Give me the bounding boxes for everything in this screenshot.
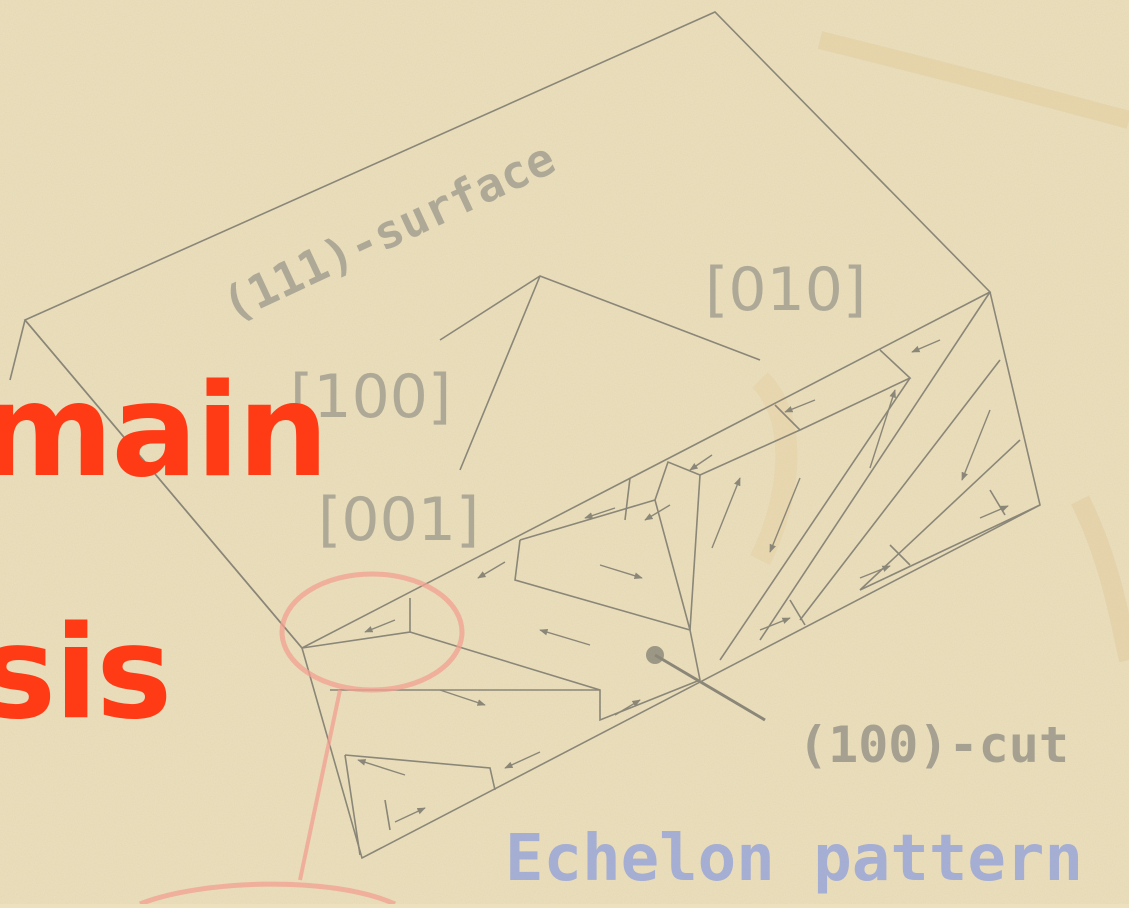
- title-fragment-sis: sis: [0, 610, 170, 738]
- direction-010-label: [010]: [705, 255, 866, 325]
- echelon-pattern-label: Echelon pattern: [505, 822, 1083, 896]
- cut-label: (100)-cut: [798, 716, 1069, 774]
- direction-001-label: [001]: [318, 485, 479, 555]
- title-fragment-main: main: [0, 368, 327, 496]
